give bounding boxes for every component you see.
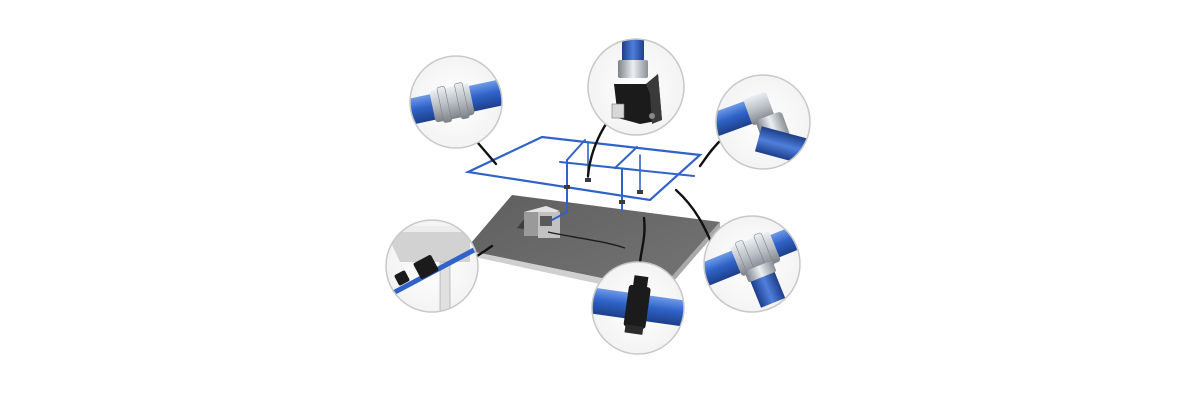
pipe-elbow-icon <box>716 92 810 165</box>
callout-tee-connector <box>703 215 801 313</box>
floor-slab <box>465 195 720 297</box>
callout-pipe-clip <box>591 261 685 355</box>
callout-straight-connector <box>409 55 503 149</box>
pipe-drop-leg-icon <box>386 226 478 312</box>
callout-wall-bracket <box>587 38 685 136</box>
pipe-straight-connector-icon <box>410 75 502 127</box>
pipe-wall-bracket-icon <box>611 39 662 124</box>
pipe-tee-connector-icon <box>704 220 800 308</box>
floor-cable <box>547 231 626 249</box>
pipe-clip-icon <box>592 275 684 335</box>
pipe-drop-fittings <box>564 178 643 204</box>
callout-elbow <box>715 74 811 170</box>
callout-drop-leg-bracket <box>385 219 479 313</box>
